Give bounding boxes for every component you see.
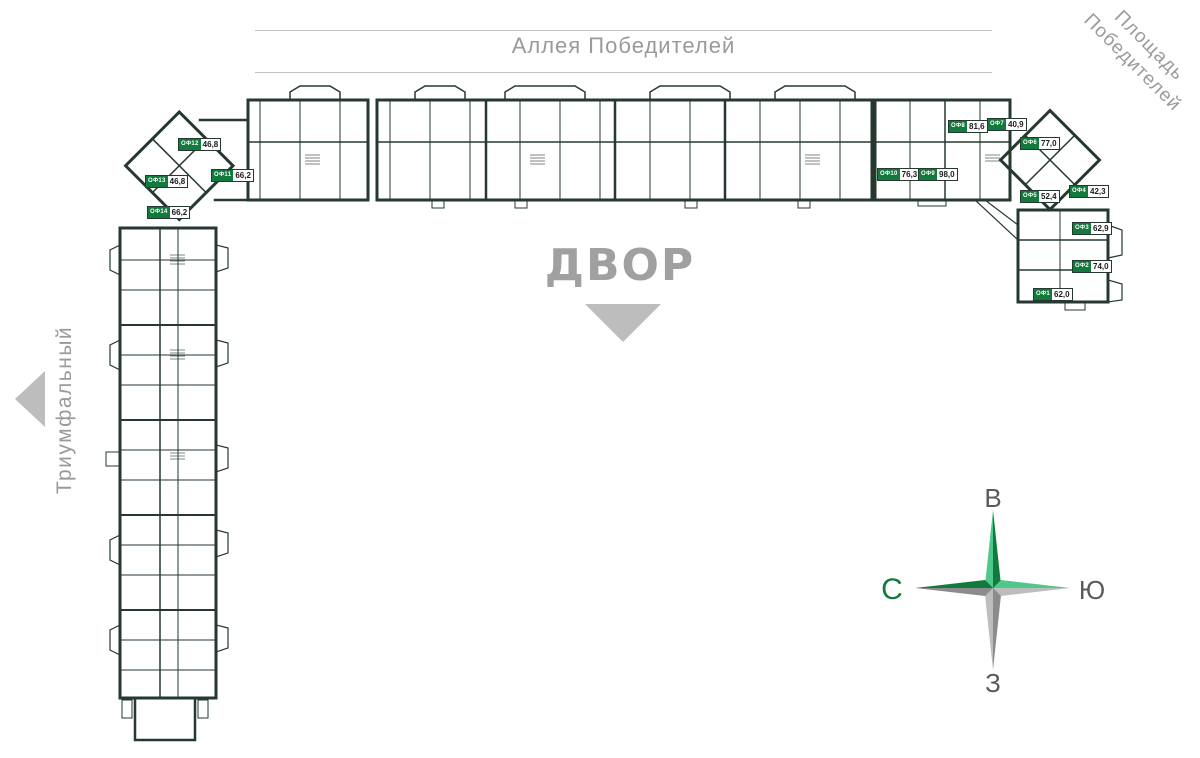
office-code: ОФ1 (1034, 289, 1053, 300)
office-code: ОФ14 (148, 207, 170, 218)
compass-west-light-half (915, 588, 993, 596)
office-tag-of13[interactable]: ОФ13 46,8 (145, 175, 189, 188)
office-tag-of12[interactable]: ОФ12 46,8 (178, 138, 222, 151)
left-wing-block (118, 226, 218, 700)
compass-east-dark-half (993, 588, 1070, 596)
compass-label-west: С (881, 573, 903, 606)
office-code: ОФ6 (1021, 138, 1040, 149)
compass-west-dark-half (915, 580, 993, 588)
compass-north-light-half (985, 510, 993, 592)
compass-south-light-half (985, 588, 993, 670)
office-code: ОФ4 (1070, 186, 1089, 197)
compass-label-east: Ю (1079, 575, 1105, 605)
compass-south-dark-half (993, 588, 1001, 670)
office-tag-of5[interactable]: ОФ5 52,4 (1020, 190, 1060, 203)
office-area: 66,2 (235, 171, 251, 180)
office-code: ОФ11 (212, 170, 234, 181)
office-area: 76,3 (901, 170, 918, 179)
office-area: 40,9 (1008, 120, 1024, 129)
compass-label-south: З (985, 668, 1001, 698)
street-top-line-lower (255, 72, 992, 73)
street-top-line-upper (255, 30, 992, 31)
office-code: ОФ8 (949, 121, 968, 132)
left-direction-arrow-icon (15, 371, 45, 427)
office-code: ОФ3 (1073, 223, 1092, 234)
office-code: ОФ2 (1073, 261, 1092, 272)
office-code: ОФ10 (878, 169, 900, 180)
office-area: 66,2 (171, 208, 188, 217)
top-wing-east-block (873, 98, 1012, 202)
top-wing-central-block (375, 98, 874, 202)
office-code: ОФ12 (179, 139, 201, 150)
office-tag-of4[interactable]: ОФ4 42,3 (1069, 185, 1109, 198)
office-area: 46,8 (169, 177, 186, 186)
compass-north-dark-half (993, 510, 1001, 592)
office-area: 81,6 (969, 122, 985, 131)
office-code: ОФ13 (146, 176, 168, 187)
office-tag-of9[interactable]: ОФ9 98,0 (918, 168, 958, 181)
compass-label-north: В (984, 483, 1001, 513)
top-wing-west-block (246, 98, 370, 202)
street-label-top: Аллея Победителей (511, 33, 736, 58)
compass-east-light-half (993, 580, 1070, 588)
office-area: 42,3 (1090, 187, 1106, 196)
office-tag-of1[interactable]: ОФ1 62,0 (1033, 288, 1073, 301)
yard-arrow-icon (585, 304, 661, 342)
office-area: 46,8 (202, 140, 219, 149)
right-wing-block (1016, 208, 1110, 304)
yard-label: ДВОР (544, 240, 696, 291)
office-tag-of11[interactable]: ОФ11 66,2 (211, 169, 254, 182)
office-tag-of14[interactable]: ОФ14 66,2 (147, 206, 191, 219)
office-tag-of7[interactable]: ОФ7 40,9 (987, 118, 1027, 131)
office-area: 62,0 (1054, 290, 1070, 299)
office-area: 74,0 (1093, 262, 1109, 271)
compass-rose: В З С Ю (881, 483, 1105, 698)
office-tag-of6[interactable]: ОФ6 77,0 (1020, 137, 1060, 150)
office-area: 77,0 (1041, 139, 1057, 148)
office-area: 62,9 (1093, 224, 1109, 233)
office-code: ОФ7 (988, 119, 1007, 130)
office-area: 98,0 (939, 170, 955, 179)
office-tag-of8[interactable]: ОФ8 81,6 (948, 120, 988, 133)
office-tag-of10[interactable]: ОФ10 76,3 (877, 168, 921, 181)
office-tag-of3[interactable]: ОФ3 62,9 (1072, 222, 1112, 235)
office-code: ОФ5 (1021, 191, 1040, 202)
office-area: 52,4 (1041, 192, 1057, 201)
office-tag-of2[interactable]: ОФ2 74,0 (1072, 260, 1112, 273)
office-code: ОФ9 (919, 169, 938, 180)
